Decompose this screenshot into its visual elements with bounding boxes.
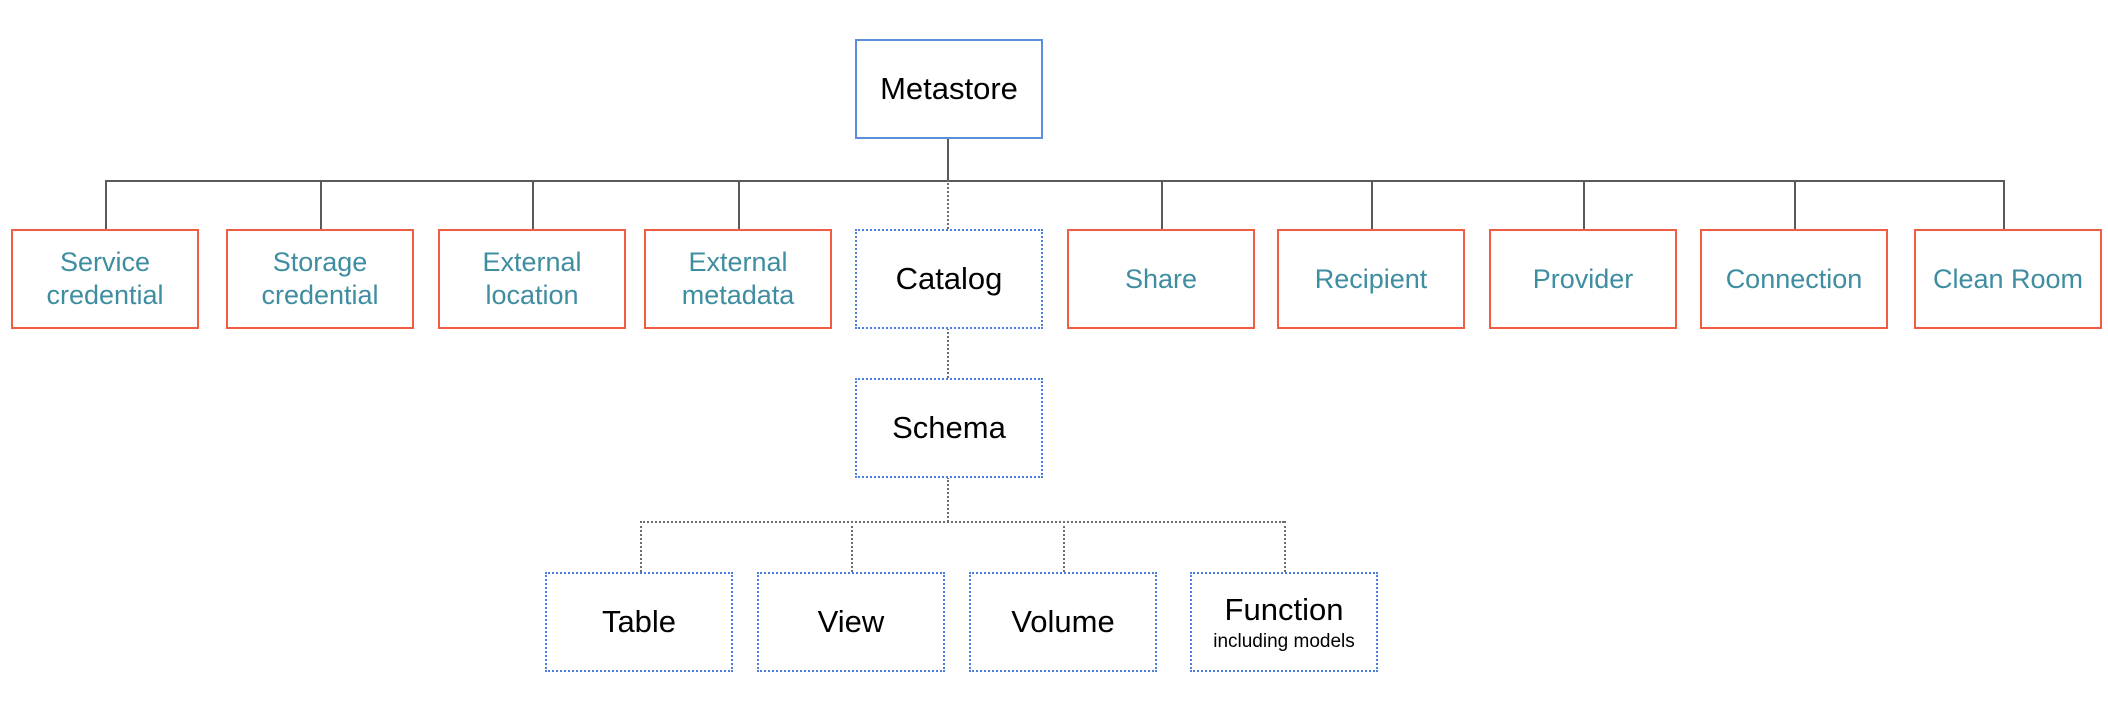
node-share[interactable]: Share xyxy=(1067,229,1255,329)
node-catalog[interactable]: Catalog xyxy=(855,229,1043,329)
node-connection[interactable]: Connection xyxy=(1700,229,1888,329)
connector-metastore-down xyxy=(947,139,949,180)
connector-drop-volume xyxy=(1063,521,1065,572)
connector-schema-down xyxy=(947,477,949,522)
connector-schema-bus xyxy=(640,521,1284,523)
connector-drop-external-location xyxy=(532,180,534,229)
node-volume-label: Volume xyxy=(1011,604,1115,640)
node-catalog-label: Catalog xyxy=(895,261,1003,297)
node-provider-label: Provider xyxy=(1532,263,1634,294)
node-storage-credential-label: Storage credential xyxy=(261,247,379,310)
connector-drop-service-credential xyxy=(105,180,107,229)
connector-drop-provider xyxy=(1583,180,1585,229)
node-recipient-label: Recipient xyxy=(1314,263,1428,294)
connector-drop-recipient xyxy=(1371,180,1373,229)
node-schema-label: Schema xyxy=(892,410,1006,446)
node-service-credential[interactable]: Service credential xyxy=(11,229,199,329)
node-function[interactable]: Function including models xyxy=(1190,572,1378,672)
node-provider[interactable]: Provider xyxy=(1489,229,1677,329)
connector-drop-external-metadata xyxy=(738,180,740,229)
connector-drop-view xyxy=(851,521,853,572)
node-metastore-label: Metastore xyxy=(880,71,1018,107)
node-view-label: View xyxy=(817,604,885,640)
node-schema[interactable]: Schema xyxy=(855,378,1043,478)
node-connection-label: Connection xyxy=(1725,263,1863,294)
node-metastore[interactable]: Metastore xyxy=(855,39,1043,139)
node-table-label: Table xyxy=(601,604,677,640)
connector-main-bus xyxy=(105,180,2003,182)
node-external-metadata[interactable]: External metadata xyxy=(644,229,832,329)
node-function-sublabel: including models xyxy=(1213,630,1355,652)
node-external-location[interactable]: External location xyxy=(438,229,626,329)
node-clean-room-label: Clean Room xyxy=(1932,263,2084,294)
connector-catalog-to-schema xyxy=(947,328,949,390)
connector-drop-function xyxy=(1284,521,1286,572)
connector-drop-catalog xyxy=(947,180,949,229)
connector-drop-clean-room xyxy=(2003,180,2005,229)
node-service-credential-label: Service credential xyxy=(46,247,164,310)
connector-drop-share xyxy=(1161,180,1163,229)
node-table[interactable]: Table xyxy=(545,572,733,672)
node-clean-room[interactable]: Clean Room xyxy=(1914,229,2102,329)
node-external-location-label: External location xyxy=(482,247,582,310)
node-storage-credential[interactable]: Storage credential xyxy=(226,229,414,329)
node-share-label: Share xyxy=(1124,263,1198,294)
node-external-metadata-label: External metadata xyxy=(681,247,795,310)
node-view[interactable]: View xyxy=(757,572,945,672)
connector-drop-table xyxy=(640,521,642,572)
connector-drop-storage-credential xyxy=(320,180,322,229)
node-function-label: Function xyxy=(1224,592,1344,627)
connector-drop-connection xyxy=(1794,180,1796,229)
node-volume[interactable]: Volume xyxy=(969,572,1157,672)
node-recipient[interactable]: Recipient xyxy=(1277,229,1465,329)
